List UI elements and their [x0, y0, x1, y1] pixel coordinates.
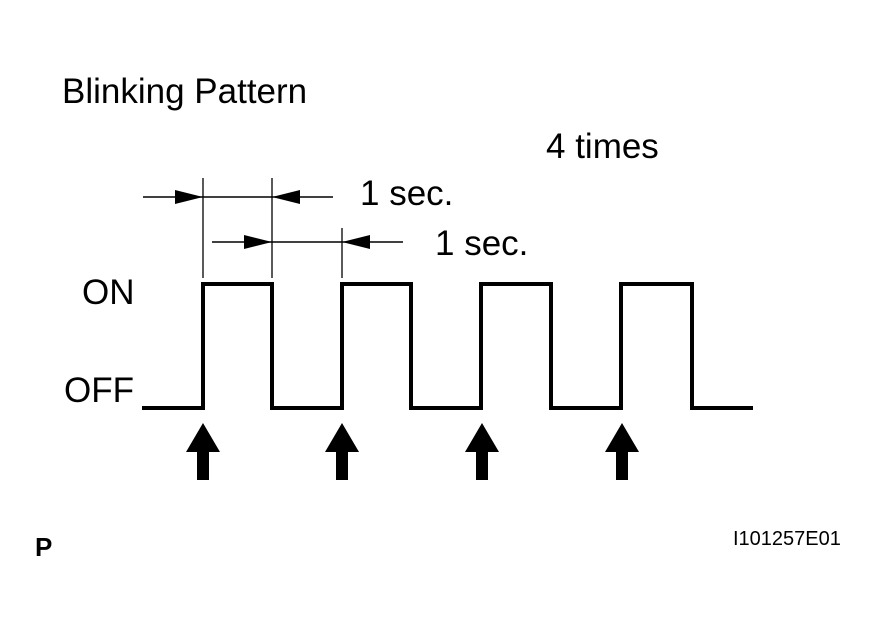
page-mark: P [35, 532, 53, 562]
off-duration-dimension [212, 235, 403, 249]
pulse-waveform [142, 282, 753, 410]
dimension-arrowhead [244, 235, 272, 249]
dimension-arrowhead [272, 190, 300, 204]
dimension-extension-lines [202, 178, 343, 278]
figure-id: I101257E01 [733, 528, 841, 550]
up-arrow-icon [605, 423, 639, 480]
up-arrow-icon [465, 423, 499, 480]
dimension-arrowhead [175, 190, 203, 204]
on-duration-dimension [143, 190, 333, 204]
off-duration-label: 1 sec. [435, 224, 529, 263]
up-arrow-icon [325, 423, 359, 480]
off-state-label: OFF [64, 371, 134, 410]
up-arrow-icon [186, 423, 220, 480]
diagram-title: Blinking Pattern [62, 72, 308, 111]
on-state-label: ON [82, 273, 135, 312]
blink-markers [186, 423, 639, 480]
dimension-arrowhead [342, 235, 370, 249]
on-duration-label: 1 sec. [360, 174, 454, 213]
repeat-count-label: 4 times [546, 127, 659, 166]
